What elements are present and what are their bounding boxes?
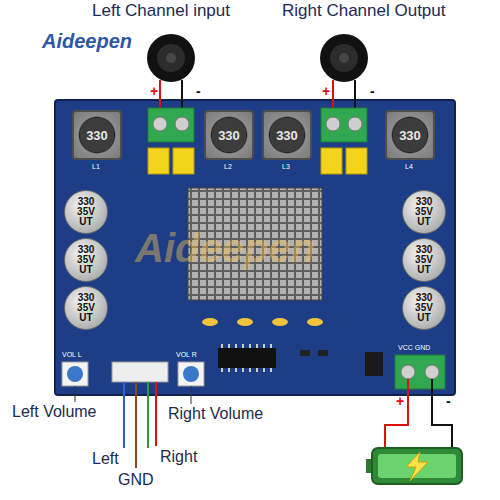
callout-label: Left Volume bbox=[12, 403, 97, 421]
power-terminal bbox=[395, 355, 445, 389]
ic-chip bbox=[218, 348, 276, 368]
terminal-screw bbox=[326, 117, 340, 131]
inductor: 330 bbox=[72, 110, 122, 160]
smd-part bbox=[237, 318, 253, 326]
pot-knob bbox=[183, 366, 199, 382]
electrolytic-capacitor: 330 35V UT bbox=[402, 190, 446, 234]
part-value: 330 35V UT bbox=[74, 245, 98, 275]
part-name: L4 bbox=[405, 163, 413, 171]
smd-part bbox=[307, 318, 323, 326]
polarity-mark: - bbox=[446, 394, 451, 409]
electrolytic-capacitor: 330 35V UT bbox=[402, 238, 446, 282]
electrolytic-capacitor: 330 35V UT bbox=[64, 190, 108, 234]
part-value: 330 35V UT bbox=[412, 245, 436, 275]
smd-part bbox=[300, 350, 310, 356]
ic-pins bbox=[222, 344, 271, 372]
part-name: VOL R bbox=[176, 351, 197, 359]
polarity-mark: + bbox=[150, 84, 158, 99]
part-name: L1 bbox=[92, 163, 100, 171]
diode bbox=[365, 352, 383, 376]
polarity-mark: - bbox=[196, 84, 201, 99]
red-wire bbox=[159, 80, 161, 112]
part-name: L3 bbox=[282, 163, 290, 171]
gnd-wire bbox=[135, 382, 137, 468]
speaker-cap bbox=[166, 53, 176, 63]
black-wire bbox=[354, 80, 356, 112]
part-value: 330 35V UT bbox=[74, 197, 98, 227]
leader-line bbox=[75, 386, 76, 402]
volume-pot bbox=[178, 362, 204, 386]
screw-terminal bbox=[321, 108, 367, 142]
smd-part bbox=[318, 350, 328, 356]
signal-name: Left bbox=[92, 450, 119, 468]
left-wire bbox=[123, 382, 125, 448]
red-wire bbox=[332, 80, 334, 112]
watermark: Aideepen bbox=[135, 226, 315, 270]
battery-symbol bbox=[372, 448, 462, 484]
terminal-screw bbox=[175, 117, 189, 131]
part-name: VOL L bbox=[62, 351, 82, 359]
speaker-symbol bbox=[147, 34, 195, 82]
brand-logo: Aideepen bbox=[42, 30, 132, 52]
terminal-screw bbox=[348, 117, 362, 131]
signal-name: Right bbox=[160, 448, 197, 466]
smd-part bbox=[202, 318, 218, 326]
part-value: 330 bbox=[399, 128, 421, 143]
black-wire bbox=[432, 379, 452, 448]
speaker-cone bbox=[157, 44, 185, 72]
electrolytic-capacitor: 330 35V UT bbox=[64, 238, 108, 282]
input-connector bbox=[112, 362, 168, 382]
signal-name: GND bbox=[118, 471, 154, 489]
speaker-cone bbox=[330, 44, 358, 72]
inductor: 330 bbox=[262, 110, 312, 160]
part-name: L2 bbox=[224, 163, 232, 171]
channel-label: Left Channel input bbox=[92, 2, 230, 21]
polarity-mark: + bbox=[322, 84, 330, 99]
electrolytic-capacitor: 330 35V UT bbox=[64, 286, 108, 330]
pcb-board bbox=[55, 100, 455, 395]
pin-name: VCC GND bbox=[398, 344, 430, 352]
leader-line bbox=[191, 386, 192, 404]
channel-label: Right Channel Output bbox=[282, 2, 446, 21]
red-wire bbox=[385, 379, 408, 448]
lightning-bolt bbox=[406, 452, 428, 481]
right-wire bbox=[155, 382, 157, 446]
electrolytic-capacitor: 330 35V UT bbox=[402, 286, 446, 330]
speaker-cap bbox=[339, 53, 349, 63]
terminal-screw bbox=[153, 117, 167, 131]
polarity-mark: - bbox=[370, 84, 375, 99]
part-value: 330 bbox=[218, 128, 240, 143]
film-capacitor bbox=[346, 148, 367, 174]
film-capacitor bbox=[148, 148, 169, 174]
speaker-symbol bbox=[320, 34, 368, 82]
part-value: 330 35V UT bbox=[74, 293, 98, 323]
inductor: 330 bbox=[385, 110, 435, 160]
part-value: 330 35V UT bbox=[412, 293, 436, 323]
film-capacitor bbox=[321, 148, 342, 174]
part-value: 330 35V UT bbox=[412, 197, 436, 227]
terminal-screw bbox=[425, 365, 439, 379]
smd-part bbox=[272, 318, 288, 326]
part-value: 330 bbox=[86, 128, 108, 143]
polarity-mark: + bbox=[396, 394, 404, 409]
film-capacitor bbox=[173, 148, 194, 174]
screw-terminal bbox=[148, 108, 194, 142]
volume-pot bbox=[62, 362, 88, 386]
black-wire bbox=[181, 80, 183, 112]
pot-knob bbox=[67, 366, 83, 382]
callout-label: Right Volume bbox=[168, 405, 263, 423]
right-wire bbox=[147, 382, 149, 448]
terminal-screw bbox=[401, 365, 415, 379]
inductor: 330 bbox=[204, 110, 254, 160]
part-value: 330 bbox=[276, 128, 298, 143]
